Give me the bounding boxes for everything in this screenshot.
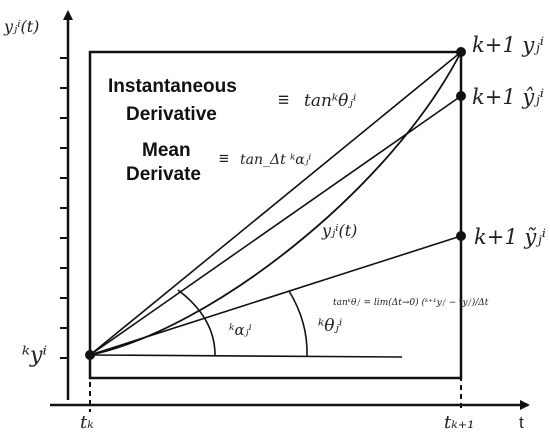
point-end-hat	[456, 91, 466, 101]
mean-title-1: Mean	[142, 140, 191, 161]
derivative-formula: tanᵏθⱼⁱ = lim(Δt→0) (ᵏ⁺¹yⱼⁱ − ᵏyⱼⁱ)/Δt	[333, 297, 489, 308]
y-axis-label: yⱼⁱ(t)	[3, 17, 39, 36]
point-start	[85, 350, 95, 360]
x-tick-tk: tₖ	[80, 412, 94, 433]
horizontal-reference	[89, 354, 403, 358]
function-curve	[89, 51, 462, 356]
mean-equiv: ≡	[219, 149, 229, 168]
label-start: ᵏyⁱ	[22, 343, 47, 368]
x-tick-tk1: tₖ₊₁	[444, 412, 475, 433]
instantaneous-title-2: Derivative	[126, 104, 217, 125]
point-end-tilde	[456, 231, 466, 241]
theta-label: ᵏθⱼⁱ	[318, 316, 342, 336]
alpha-label: ᵏαⱼⁱ	[229, 321, 252, 339]
theta-arc	[288, 290, 308, 357]
label-end-tilde: k+1 ỹⱼⁱ	[474, 225, 546, 249]
y-axis-ticks	[60, 57, 68, 359]
tangent-hat-line	[89, 95, 462, 356]
alpha-arc	[177, 289, 216, 356]
mean-expr: tan_Δt ᵏαⱼⁱ	[240, 152, 311, 168]
label-end-hat: k+1 ŷⱼⁱ	[472, 85, 544, 109]
x-axis-label: t	[519, 413, 524, 432]
label-end-true: k+1 yⱼⁱ	[472, 33, 544, 57]
curve-label: yⱼⁱ(t)	[321, 221, 357, 240]
secant-line	[89, 51, 462, 356]
plot-frame	[88, 50, 463, 380]
instantaneous-title-1: Instantaneous	[108, 76, 237, 97]
mean-title-2: Derivate	[126, 164, 201, 185]
point-end-true	[456, 47, 466, 57]
instantaneous-expr: tanᵏθⱼⁱ	[304, 91, 356, 111]
instantaneous-equiv: ≡	[278, 90, 289, 111]
